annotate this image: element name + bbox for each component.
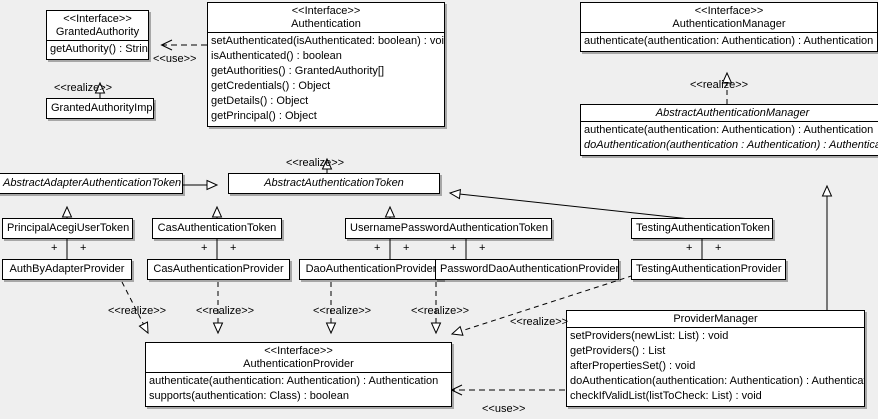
operation: getCredentials() : Object [211,80,331,92]
stereotype-label: <<Interface>> [264,345,333,357]
operation: doAuthentication(authentication : Authen… [584,139,878,151]
operation: getDetails() : Object [211,95,309,107]
class-name: CasAuthenticationProvider [153,263,284,275]
class-provider-manager[interactable]: ProviderManager setProviders(newList: Li… [566,310,865,407]
operation: setAuthenticated(isAuthenticated: boolea… [211,35,444,47]
edge-label-realize-grantedauthorityimpl: <<realize>> [54,82,113,94]
operations-compartment: setAuthenticated(isAuthenticated: boolea… [208,33,444,126]
class-name: AuthenticationProvider [243,358,354,370]
class-name: TestingAuthenticationProvider [636,263,782,275]
operation: getAuthority() : String [50,43,148,55]
association-marker-plus: + [230,242,237,254]
class-name: AbstractAuthenticationToken [264,177,404,189]
association-marker-plus: + [403,242,410,254]
class-testing-authentication-provider[interactable]: TestingAuthenticationProvider [631,259,786,280]
edge-testingauthenticationprovider-realizes-authenticationprovider [450,269,651,336]
operations-compartment: authenticate(authentication: Authenticat… [581,122,878,155]
operation: authenticate(authentication: Authenticat… [149,375,439,387]
edge-label-use-providermanager-authenticationprovider: <<use>> [482,403,526,415]
class-name: GrantedAuthorityImpl [51,102,155,114]
class-header: <<Interface>> GrantedAuthority [47,11,148,41]
edge-label-realize-authbyadapterprovider: <<realize>> [108,305,167,317]
operation: authenticate(authentication: Authenticat… [584,124,874,136]
class-granted-authority[interactable]: <<Interface>> GrantedAuthority getAuthor… [46,10,149,60]
class-name: UsernamePasswordAuthenticationToken [350,222,549,234]
class-username-password-authentication-token[interactable]: UsernamePasswordAuthenticationToken [345,218,552,239]
class-authentication[interactable]: <<Interface>> Authentication setAuthenti… [207,2,445,127]
association-marker-plus: + [686,242,693,254]
class-header: ProviderManager [567,311,864,328]
edge-authbyadapterprovider-realizes-authenticationprovider [121,281,149,335]
stereotype-label: <<Interface>> [63,13,132,25]
class-testing-authentication-token[interactable]: TestingAuthenticationToken [631,218,773,239]
class-name: AbstractAuthenticationManager [655,107,810,119]
association-marker-plus: + [715,242,722,254]
operation: checkIfValidList(listToCheck: List) : vo… [570,390,762,402]
class-header: <<Interface>> Authentication [208,3,444,33]
edge-label-realize-casauthenticationprovider: <<realize>> [196,305,255,317]
class-name: GrantedAuthority [55,26,140,38]
class-name: PasswordDaoAuthenticationProvider [440,263,620,275]
class-authentication-provider[interactable]: <<Interface>> AuthenticationProvider aut… [145,342,452,407]
class-abstract-adapter-authentication-token[interactable]: AbstractAdapterAuthenticationToken [0,173,183,194]
association-marker-plus: + [201,242,208,254]
class-name: AuthByAdapterProvider [9,263,125,275]
class-abstract-authentication-token[interactable]: AbstractAuthenticationToken [228,173,440,194]
association-marker-plus: + [450,242,457,254]
operation: getPrincipal() : Object [211,110,317,122]
class-abstract-authentication-manager[interactable]: AbstractAuthenticationManager authentica… [580,104,878,156]
class-name: TestingAuthenticationToken [636,222,770,234]
association-marker-plus: + [80,242,87,254]
operation: setProviders(newList: List) : void [570,330,729,342]
edge-label-realize-testingauthenticationprovider: <<realize>> [510,316,569,328]
stereotype-label: <<Interface>> [694,5,764,17]
operation: doAuthentication(authentication: Authent… [570,375,864,387]
class-header: <<Interface>> AuthenticationProvider [146,343,451,373]
edge-label-use-authentication-grantedauthority: <<use>> [153,53,197,65]
class-header: AbstractAuthenticationManager [581,105,878,122]
association-marker-plus: + [374,242,381,254]
edge-label-realize-abstractauthenticationmanager: <<realize>> [690,79,749,91]
class-name: DaoAuthenticationProvider [305,263,437,275]
edge-label-realize-daoauthenticationprovider: <<realize>> [313,305,372,317]
stereotype-label: <<Interface>> [291,5,361,17]
operation: isAuthenticated() : boolean [211,50,342,62]
operation: authenticate(authentication: Authenticat… [584,35,874,47]
class-granted-authority-impl[interactable]: GrantedAuthorityImpl [46,98,155,119]
class-password-dao-authentication-provider[interactable]: PasswordDaoAuthenticationProvider [435,259,619,280]
association-marker-plus: + [51,242,58,254]
operation: getProviders() : List [570,345,666,357]
class-cas-authentication-provider[interactable]: CasAuthenticationProvider [147,259,290,280]
class-name: AbstractAdapterAuthenticationToken [3,177,182,189]
class-name: ProviderManager [673,313,758,325]
class-dao-authentication-provider[interactable]: DaoAuthenticationProvider [299,259,443,280]
operations-compartment: getAuthority() : String [47,41,148,59]
operation: afterPropertiesSet() : void [570,360,696,372]
class-name: CasAuthenticationToken [157,222,277,234]
edge-testingauthenticationtoken-extends-abstracttoken [448,188,691,220]
operations-compartment: authenticate(authentication: Authenticat… [581,33,877,51]
operation: getAuthorities() : GrantedAuthority[] [211,65,385,77]
class-cas-authentication-token[interactable]: CasAuthenticationToken [152,218,282,239]
class-header: <<Interface>> AuthenticationManager [581,3,877,33]
class-name: Authentication [291,18,361,30]
operations-compartment: setProviders(newList: List) : void getPr… [567,328,864,406]
class-name: AuthenticationManager [672,18,786,30]
edge-label-realize-passworddaoauthenticationprovider: <<realize>> [411,305,470,317]
class-name: PrincipalAcegiUserToken [7,222,130,234]
association-marker-plus: + [479,242,486,254]
class-principal-acegi-user-token[interactable]: PrincipalAcegiUserToken [2,218,133,239]
class-auth-by-adapter-provider[interactable]: AuthByAdapterProvider [2,259,132,280]
class-authentication-manager[interactable]: <<Interface>> AuthenticationManager auth… [580,2,878,52]
operations-compartment: authenticate(authentication: Authenticat… [146,373,451,406]
operation: supports(authentication: Class) : boolea… [149,390,349,402]
edge-label-realize-abstractauthenticationtoken: <<realize>> [286,157,345,169]
